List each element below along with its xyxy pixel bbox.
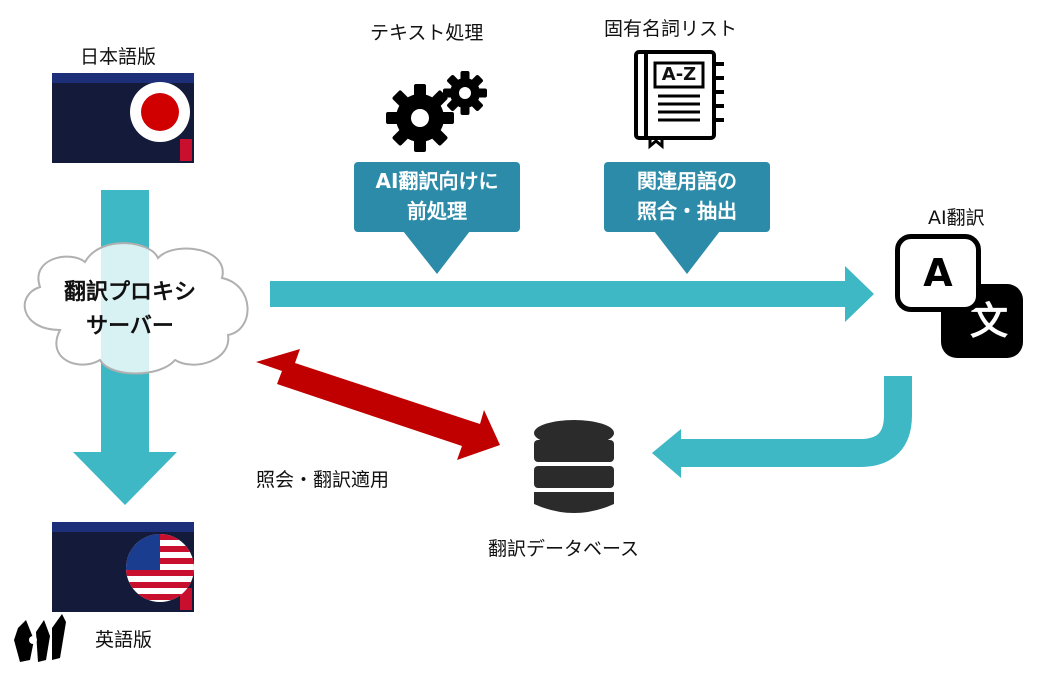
english-version-label: 英語版 [95,629,153,651]
terms-down-arrow [654,231,720,274]
ai-translation-label: AI翻訳 [928,207,985,229]
text-processing-label: テキスト処理 [370,22,484,44]
terms-line1: 関連用語の [637,169,737,193]
raised-hands-icon [14,614,66,662]
lookup-double-arrow [256,349,500,460]
preprocess-line1: AI翻訳向けに [375,169,499,193]
preprocess-line2: 前処理 [407,199,467,223]
gears-icon [386,71,487,152]
lookup-apply-label: 照会・翻訳適用 [256,469,390,491]
terms-line2: 照合・抽出 [637,199,737,223]
japan-flag-overlay [130,82,190,142]
translate-icon-back: 文 [941,284,1023,358]
database-icon [534,420,614,513]
translate-icon: A [895,234,981,312]
dictionary-book-icon [634,50,724,150]
usa-flag-icon [126,534,194,602]
horizontal-flow-arrow [270,266,874,322]
japanese-version-label: 日本語版 [80,46,157,68]
proxy-line1: 翻訳プロキシ [63,280,196,305]
cloud-icon [23,242,249,375]
preprocess-banner: AI翻訳向けに 前処理 [354,162,520,232]
proper-noun-list-label: 固有名詞リスト [604,18,738,40]
terms-banner: 関連用語の 照合・抽出 [604,162,770,232]
return-flow-arrow [652,376,912,478]
book-cover-text: A-Z [661,64,697,85]
translation-db-label: 翻訳データベース [488,538,640,560]
proxy-line2: サーバー [86,314,174,339]
letter-a-glyph: A [923,251,953,295]
proxy-server-label: 翻訳プロキシ サーバー [30,276,230,344]
preprocess-down-arrow [403,231,470,274]
